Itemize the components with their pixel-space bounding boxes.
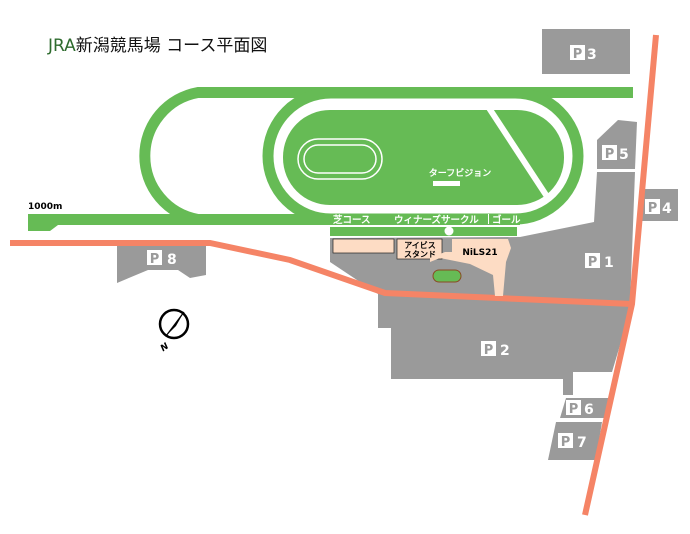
road-west bbox=[10, 240, 633, 307]
goal-divider bbox=[488, 214, 489, 224]
infield bbox=[283, 110, 564, 205]
svg-text:1: 1 bbox=[604, 255, 614, 271]
svg-text:6: 6 bbox=[584, 402, 594, 418]
ibis-stand[interactable] bbox=[396, 238, 443, 260]
winners-circle-label: ウィナーズサークル bbox=[394, 214, 479, 226]
outer-course bbox=[139, 87, 633, 225]
compass-north-label: N bbox=[159, 341, 171, 354]
svg-text:3: 3 bbox=[587, 47, 597, 63]
goal-post-marker bbox=[444, 226, 454, 236]
title-text: 新潟競馬場 コース平面図 bbox=[75, 36, 268, 56]
turf-vision-screen bbox=[433, 181, 460, 186]
paddock[interactable] bbox=[432, 269, 462, 283]
parking-area-p5[interactable] bbox=[597, 120, 637, 169]
svg-text:P: P bbox=[588, 255, 598, 270]
start-1000m-label: 1000m bbox=[28, 202, 62, 212]
parking-area-p7[interactable] bbox=[548, 422, 602, 460]
road-east bbox=[582, 34, 659, 516]
svg-text:P: P bbox=[648, 201, 658, 216]
chute-divider bbox=[486, 106, 551, 200]
infield-oval-inner bbox=[303, 144, 377, 174]
map-title: JRA新潟競馬場 コース平面図 bbox=[48, 31, 267, 56]
svg-text:7: 7 bbox=[577, 435, 587, 451]
parking-area-p2[interactable] bbox=[378, 290, 632, 395]
backstretch-start bbox=[28, 214, 520, 231]
turf-vision-label: ターフビジョン bbox=[429, 167, 491, 179]
svg-text:P: P bbox=[605, 147, 615, 162]
ibis-stand-label-2: スタンド bbox=[404, 249, 436, 259]
roads bbox=[10, 34, 659, 516]
turf-course-label: 芝コース bbox=[333, 214, 371, 226]
nils21-label: NiLS21 bbox=[462, 248, 497, 258]
buildings: アイビス スタンド NiLS21 bbox=[332, 238, 511, 296]
svg-text:8: 8 bbox=[167, 252, 177, 268]
nils21-building[interactable] bbox=[430, 239, 511, 296]
north-compass-icon: N bbox=[158, 308, 190, 354]
race-course: ターフビジョン 1000m 芝コース ウィナーズサークル ゴール bbox=[28, 87, 633, 236]
brand-jra: JRA bbox=[48, 36, 76, 56]
infield-oval-outer bbox=[297, 138, 383, 180]
svg-text:4: 4 bbox=[662, 201, 672, 217]
svg-text:5: 5 bbox=[619, 147, 629, 163]
svg-text:P: P bbox=[484, 343, 494, 358]
svg-text:P: P bbox=[150, 252, 160, 267]
west-stand[interactable] bbox=[332, 238, 395, 254]
ibis-stand-label-1: アイビス bbox=[404, 240, 436, 250]
goal-label: ゴール bbox=[492, 214, 521, 226]
svg-text:P: P bbox=[573, 47, 583, 62]
svg-text:2: 2 bbox=[500, 343, 510, 359]
home-stretch-bar bbox=[330, 227, 517, 236]
svg-text:P: P bbox=[569, 402, 579, 417]
parking-area-p3[interactable] bbox=[542, 29, 630, 74]
svg-text:P: P bbox=[561, 435, 571, 450]
